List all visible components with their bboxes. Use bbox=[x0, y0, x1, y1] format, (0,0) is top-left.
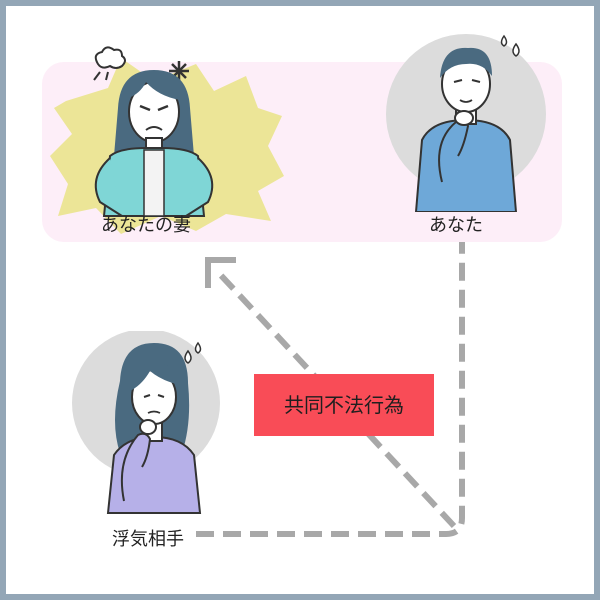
sweat-drop-icon bbox=[184, 341, 202, 364]
wife-illustration bbox=[50, 46, 284, 234]
steam-puff-icon bbox=[93, 46, 126, 81]
lover-illustration bbox=[72, 331, 220, 514]
arrowhead-icon bbox=[205, 257, 236, 288]
lover-to-you-connector bbox=[196, 242, 465, 537]
sweat-drop-icon bbox=[500, 34, 520, 57]
connector-layer bbox=[196, 242, 465, 537]
you-label: あなた bbox=[429, 215, 483, 236]
joint-tort-badge: 共同不法行為 bbox=[254, 374, 434, 436]
lover-label: 浮気相手 bbox=[112, 529, 184, 550]
you-illustration bbox=[386, 34, 546, 212]
wife-label: あなたの妻 bbox=[101, 215, 191, 236]
